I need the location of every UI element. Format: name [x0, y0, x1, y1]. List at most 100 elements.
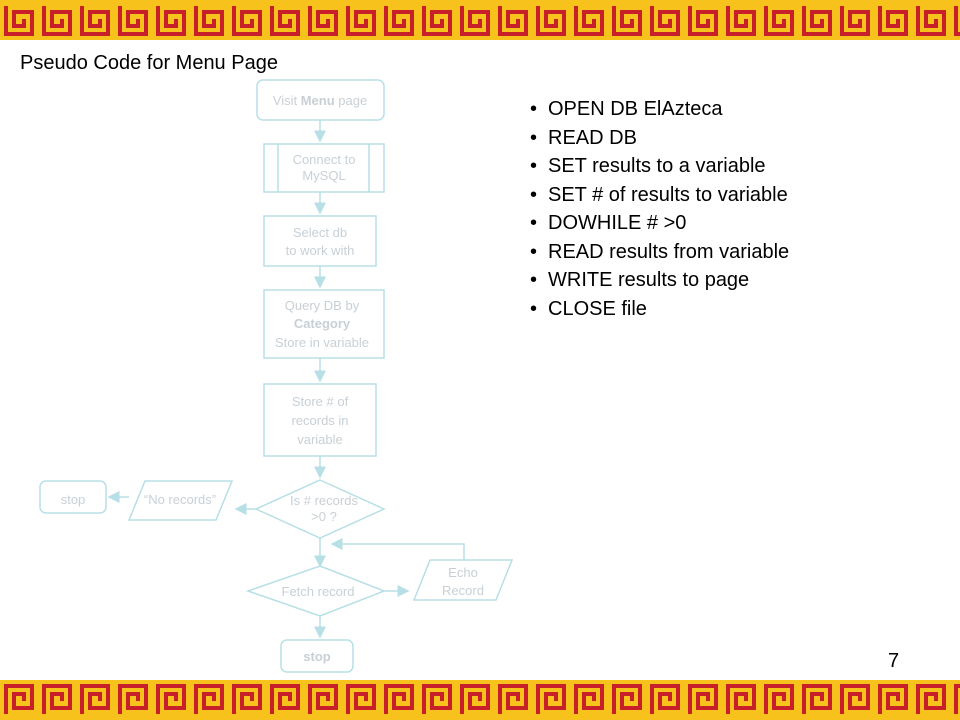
- greek-key-tile: [156, 6, 186, 36]
- greek-key-tile: [726, 684, 756, 714]
- flow-start-label: Visit Menu page: [273, 93, 367, 108]
- border-bottom-pattern: [4, 684, 960, 714]
- greek-key-tile: [194, 684, 224, 714]
- flow-select-label-1: Select db: [293, 225, 347, 240]
- flow-no-records-label: “No records”: [144, 492, 216, 507]
- greek-key-tile: [118, 684, 148, 714]
- flow-echo-output: [412, 559, 514, 601]
- greek-key-tile: [384, 684, 414, 714]
- greek-key-tile: [878, 6, 908, 36]
- greek-key-tile: [574, 6, 604, 36]
- greek-key-tile: [384, 6, 414, 36]
- greek-key-tile: [422, 6, 452, 36]
- flow-query-label-2: Category: [294, 316, 351, 331]
- greek-key-border-bottom: [0, 680, 960, 720]
- bullet-icon: •: [530, 297, 538, 320]
- greek-key-tile: [308, 6, 338, 36]
- bullet-icon: •: [530, 126, 538, 149]
- flow-store-count: [263, 383, 377, 457]
- greek-key-tile: [270, 6, 300, 36]
- list-item-text: SET # of results to variable: [548, 183, 788, 206]
- flow-connect-label-1: Connect to: [293, 152, 356, 167]
- greek-key-tile: [612, 6, 642, 36]
- greek-key-tile: [536, 6, 566, 36]
- greek-key-tile: [498, 6, 528, 36]
- list-item-text: OPEN DB ElAzteca: [548, 98, 723, 120]
- border-top-pattern: [4, 6, 960, 36]
- flow-query-db: [263, 289, 385, 359]
- greek-key-tile: [80, 684, 110, 714]
- flow-query-label-1: Query DB by: [285, 298, 360, 313]
- bullet-icon: •: [530, 98, 538, 120]
- flow-decision-label-2: >0 ?: [311, 509, 337, 524]
- list-item: •WRITE results to page: [530, 266, 789, 295]
- list-item: • OPEN DB ElAzteca: [530, 95, 789, 124]
- greek-key-tile: [650, 6, 680, 36]
- flow-connect-process: [263, 143, 385, 193]
- greek-key-tile: [118, 6, 148, 36]
- greek-key-tile: [460, 684, 490, 714]
- flow-stop-bottom-label: stop: [303, 649, 331, 664]
- list-item-text: DOWHILE # >0: [548, 212, 687, 234]
- greek-key-border-top: [0, 0, 960, 40]
- flow-decision-label-1: Is # records: [290, 493, 358, 508]
- list-item: •READ results from variable: [530, 238, 789, 267]
- greek-key-tile: [498, 684, 528, 714]
- greek-key-tile: [726, 6, 756, 36]
- greek-key-tile: [612, 684, 642, 714]
- bullet-icon: •: [530, 155, 538, 177]
- greek-key-tile: [802, 6, 832, 36]
- greek-key-tile: [840, 684, 870, 714]
- flow-store-label-2: records in: [291, 413, 348, 428]
- list-item-text: SET results to a variable: [548, 155, 766, 177]
- bullet-icon: •: [530, 183, 538, 206]
- flow-echo-label-2: Record: [442, 583, 484, 598]
- greek-key-tile: [232, 684, 262, 714]
- greek-key-tile: [4, 6, 34, 36]
- flow-no-records-output: [127, 480, 234, 521]
- greek-key-tile: [422, 684, 452, 714]
- flow-select-db: [263, 215, 377, 267]
- flow-loop-arrow: [330, 538, 465, 560]
- greek-key-tile: [802, 684, 832, 714]
- greek-key-tile: [42, 684, 72, 714]
- flow-stop-left: [39, 480, 107, 514]
- greek-key-tile: [688, 6, 718, 36]
- slide-title: Pseudo Code for Menu Page: [20, 52, 278, 74]
- greek-key-tile: [42, 6, 72, 36]
- flow-store-label-1: Store # of: [292, 394, 349, 409]
- greek-key-tile: [688, 684, 718, 714]
- list-item: • DOWHILE # >0: [530, 209, 789, 238]
- list-item: • SET # of results to variable: [530, 181, 789, 210]
- greek-key-tile: [194, 6, 224, 36]
- greek-key-tile: [764, 684, 794, 714]
- greek-key-tile: [460, 6, 490, 36]
- list-item: • SET results to a variable: [530, 152, 789, 181]
- flow-stop-left-label: stop: [61, 492, 86, 507]
- greek-key-tile: [878, 684, 908, 714]
- greek-key-tile: [574, 684, 604, 714]
- flow-store-label-3: variable: [297, 432, 343, 447]
- flow-fetch-label: Fetch record: [282, 584, 355, 599]
- greek-key-tile: [156, 684, 186, 714]
- greek-key-tile: [308, 684, 338, 714]
- page-number: 7: [888, 650, 900, 672]
- greek-key-tile: [270, 684, 300, 714]
- greek-key-tile: [80, 6, 110, 36]
- flow-connect-label-2: MySQL: [302, 168, 345, 183]
- flow-query-label-3: Store in variable: [275, 335, 369, 350]
- greek-key-tile: [346, 6, 376, 36]
- pseudo-code-list: • OPEN DB ElAzteca • READ DB • SET results …: [530, 95, 789, 323]
- greek-key-tile: [346, 684, 376, 714]
- greek-key-tile: [650, 684, 680, 714]
- bullet-icon: •: [530, 212, 538, 234]
- greek-key-tile: [954, 684, 960, 714]
- greek-key-tile: [764, 6, 794, 36]
- greek-key-tile: [536, 684, 566, 714]
- greek-key-tile: [232, 6, 262, 36]
- list-item-text: READ DB: [548, 126, 637, 149]
- flow-echo-label-1: Echo: [448, 565, 478, 580]
- bullet-icon: •: [530, 269, 538, 291]
- greek-key-tile: [4, 684, 34, 714]
